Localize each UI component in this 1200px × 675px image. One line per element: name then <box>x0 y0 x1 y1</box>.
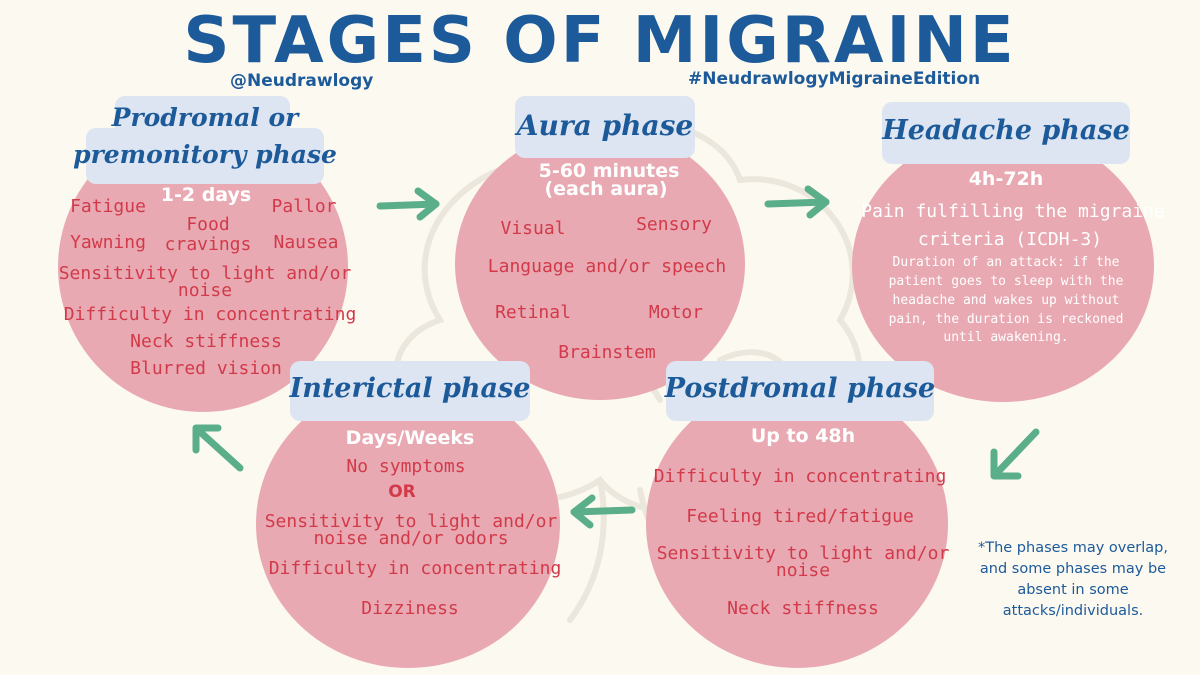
prodromal-phase-label-extension <box>86 128 324 184</box>
interictal-circle <box>256 380 560 668</box>
postdromal-concentrating: Difficulty in concentrating <box>653 466 947 487</box>
headache-pain-line2: criteria (ICDH-3) <box>917 229 1103 250</box>
aura-retinal: Retinal <box>495 302 571 323</box>
symptom-pallor: Pallor <box>271 196 337 217</box>
postdromal-circle <box>646 380 948 668</box>
aura-duration-line1: 5-60 minutes <box>538 160 680 182</box>
symptom-neck-stiffness: Neck stiffness <box>130 331 282 352</box>
symptom-yawning: Yawning <box>70 232 146 253</box>
symptom-sensitivity-line1: Sensitivity to light and/or <box>58 263 352 284</box>
aura-language: Language and/or speech <box>487 256 727 277</box>
interictal-sensitivity-line2: noise and/or odors <box>313 528 509 549</box>
interictal-concentrating: Difficulty in concentrating <box>268 558 562 579</box>
aura-phase-label <box>515 96 695 158</box>
headache-phase-label <box>882 102 1130 164</box>
headache-duration: 4h-72h <box>968 168 1044 190</box>
headache-label-text: Headache phase <box>882 115 1130 146</box>
postdromal-phase-label <box>666 361 934 421</box>
postdromal-neck-stiffness: Neck stiffness <box>727 598 879 619</box>
interictal-label-text: Interictal phase <box>289 373 531 404</box>
symptom-food-line2: cravings <box>164 234 252 255</box>
symptom-fatigue: Fatigue <box>70 196 146 217</box>
prodromal-label-line2: premonitory phase <box>73 140 337 169</box>
headache-duration-note: Duration of an attack: if the patient go… <box>888 255 1124 346</box>
prodromal-label-line1: Prodromal or <box>111 103 299 132</box>
arrow-prodromal-to-aura <box>376 187 440 221</box>
postdromal-duration: Up to 48h <box>750 425 856 447</box>
interictal-duration: Days/Weeks <box>345 427 475 449</box>
symptom-concentrating: Difficulty in concentrating <box>63 304 357 325</box>
postdromal-sensitivity-line2: noise <box>775 560 831 581</box>
aura-duration-line2: (each aura) <box>544 178 668 200</box>
postdromal-tired: Feeling tired/fatigue <box>686 506 914 527</box>
interictal-no-symptoms: No symptoms <box>346 456 466 477</box>
interictal-or: OR <box>388 482 416 502</box>
prodromal-duration: 1-2 days <box>160 184 252 206</box>
symptom-nausea: Nausea <box>273 232 339 253</box>
author-handle: @Neudrawlogy <box>230 71 374 91</box>
symptom-food-line1: Food <box>186 214 230 235</box>
symptom-blurred-vision: Blurred vision <box>130 358 282 379</box>
page-title: STAGES OF MIGRAINE <box>183 4 1017 78</box>
aura-circle <box>455 128 745 400</box>
interictal-dizziness: Dizziness <box>361 598 459 619</box>
hashtag: #NeudrawlogyMigraineEdition <box>688 69 981 89</box>
postdromal-sensitivity-line1: Sensitivity to light and/or <box>656 543 950 564</box>
interictal-sensitivity-line1: Sensitivity to light and/or <box>264 511 558 532</box>
footnote: *The phases may overlap, and some phases… <box>977 540 1168 620</box>
headache-circle <box>852 130 1154 402</box>
symptom-sensitivity-line2: noise <box>177 280 233 301</box>
arrow-interictal-to-prodromal <box>192 424 244 472</box>
headache-pain-line1: Pain fulfilling the migraine <box>861 201 1165 222</box>
aura-sensory: Sensory <box>636 214 712 235</box>
postdromal-label-text: Postdromal phase <box>664 373 936 404</box>
aura-motor: Motor <box>648 302 704 323</box>
aura-visual: Visual <box>500 218 566 239</box>
arrow-postdromal-to-interictal <box>570 494 636 529</box>
aura-brainstem: Brainstem <box>558 342 656 363</box>
interictal-phase-label <box>290 361 530 421</box>
aura-label-text: Aura phase <box>516 109 694 142</box>
arrow-headache-to-postdromal <box>990 428 1040 480</box>
arrow-aura-to-headache <box>764 185 830 219</box>
